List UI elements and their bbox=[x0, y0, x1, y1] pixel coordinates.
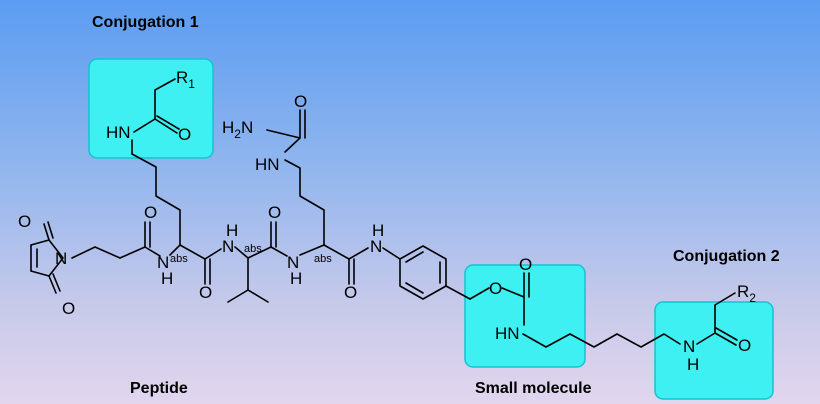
atom-o-cit: O bbox=[344, 283, 357, 302]
caption-small-molecule: Small molecule bbox=[475, 380, 592, 397]
atom-o-carbamate: O bbox=[519, 255, 532, 274]
atom-o-maleimide-top: O bbox=[18, 212, 31, 231]
atom-h-pab: H bbox=[372, 221, 384, 240]
bond-benzyl bbox=[445, 285, 471, 300]
bond-lys-carbonyl bbox=[204, 258, 211, 285]
atom-h-val: H bbox=[226, 221, 238, 240]
atom-n-pab: N bbox=[370, 237, 382, 256]
benzene-inner-bonds bbox=[405, 251, 441, 294]
atom-hn-carbamate: HN bbox=[495, 324, 520, 343]
bond-linker-carbonyl bbox=[144, 221, 151, 248]
atom-n-conj2: N bbox=[683, 337, 695, 356]
highlight-small-molecule bbox=[464, 264, 586, 368]
label-abs-cit: abs bbox=[314, 253, 332, 265]
label-abs-lys: abs bbox=[170, 253, 188, 265]
caption-conjugation1: Conjugation 1 bbox=[92, 14, 199, 31]
bond-lys-amide bbox=[204, 248, 222, 260]
atom-h-conj2: H bbox=[687, 355, 699, 374]
atom-o-urea: O bbox=[294, 92, 307, 111]
atom-o-lys: O bbox=[199, 283, 212, 302]
atom-h-cit: H bbox=[290, 269, 302, 288]
bond-val-carbonyl bbox=[270, 221, 277, 248]
bond-alkyl-chain bbox=[522, 320, 681, 348]
bond-cit-sidechain bbox=[284, 159, 325, 246]
bond-conj2-amide bbox=[696, 292, 738, 346]
caption-conjugation2: Conjugation 2 bbox=[673, 248, 780, 265]
atom-o-val: O bbox=[268, 203, 281, 222]
atom-n-maleimide: N bbox=[55, 249, 67, 268]
atom-hn-cit: HN bbox=[255, 155, 280, 174]
atom-o-linker: O bbox=[144, 203, 157, 222]
bond-val-amide bbox=[270, 246, 288, 257]
bond-cit-carbonyl bbox=[348, 258, 355, 285]
atom-hn-conj1: HN bbox=[106, 123, 131, 142]
atom-o-maleimide-bottom: O bbox=[62, 299, 75, 318]
bond-carbamate bbox=[501, 272, 530, 322]
bond-conj1-amide bbox=[131, 78, 180, 155]
atom-n-val: N bbox=[222, 237, 234, 256]
atom-r2: R2 bbox=[737, 282, 756, 305]
bond-val-isopropyl bbox=[227, 257, 269, 303]
bond-cit-amide bbox=[348, 247, 369, 260]
atom-h-lys: H bbox=[161, 269, 173, 288]
maleimide-ring bbox=[30, 221, 64, 294]
caption-peptide: Peptide bbox=[130, 380, 188, 397]
bond-benzyl-o bbox=[469, 287, 490, 300]
atom-n-lys: N bbox=[157, 253, 169, 272]
bond-urea bbox=[266, 109, 306, 153]
atom-o-conj2: O bbox=[738, 336, 751, 355]
atom-o-carbamate-ester: O bbox=[489, 279, 502, 298]
bond-pab-n bbox=[382, 247, 401, 260]
bond-linker-chain bbox=[71, 246, 146, 259]
benzene-ring bbox=[399, 245, 447, 300]
highlight-conjugation1 bbox=[88, 58, 214, 159]
atom-h2n-urea: H2N bbox=[222, 118, 253, 141]
atom-r1: R1 bbox=[176, 68, 195, 91]
atom-o-conj1: O bbox=[178, 125, 191, 144]
atom-n-cit: N bbox=[287, 253, 299, 272]
bond-lys-sidechain bbox=[131, 153, 181, 246]
bond-linker-amide bbox=[144, 246, 161, 257]
label-abs-val: abs bbox=[244, 243, 262, 255]
highlight-conjugation2 bbox=[654, 301, 774, 400]
